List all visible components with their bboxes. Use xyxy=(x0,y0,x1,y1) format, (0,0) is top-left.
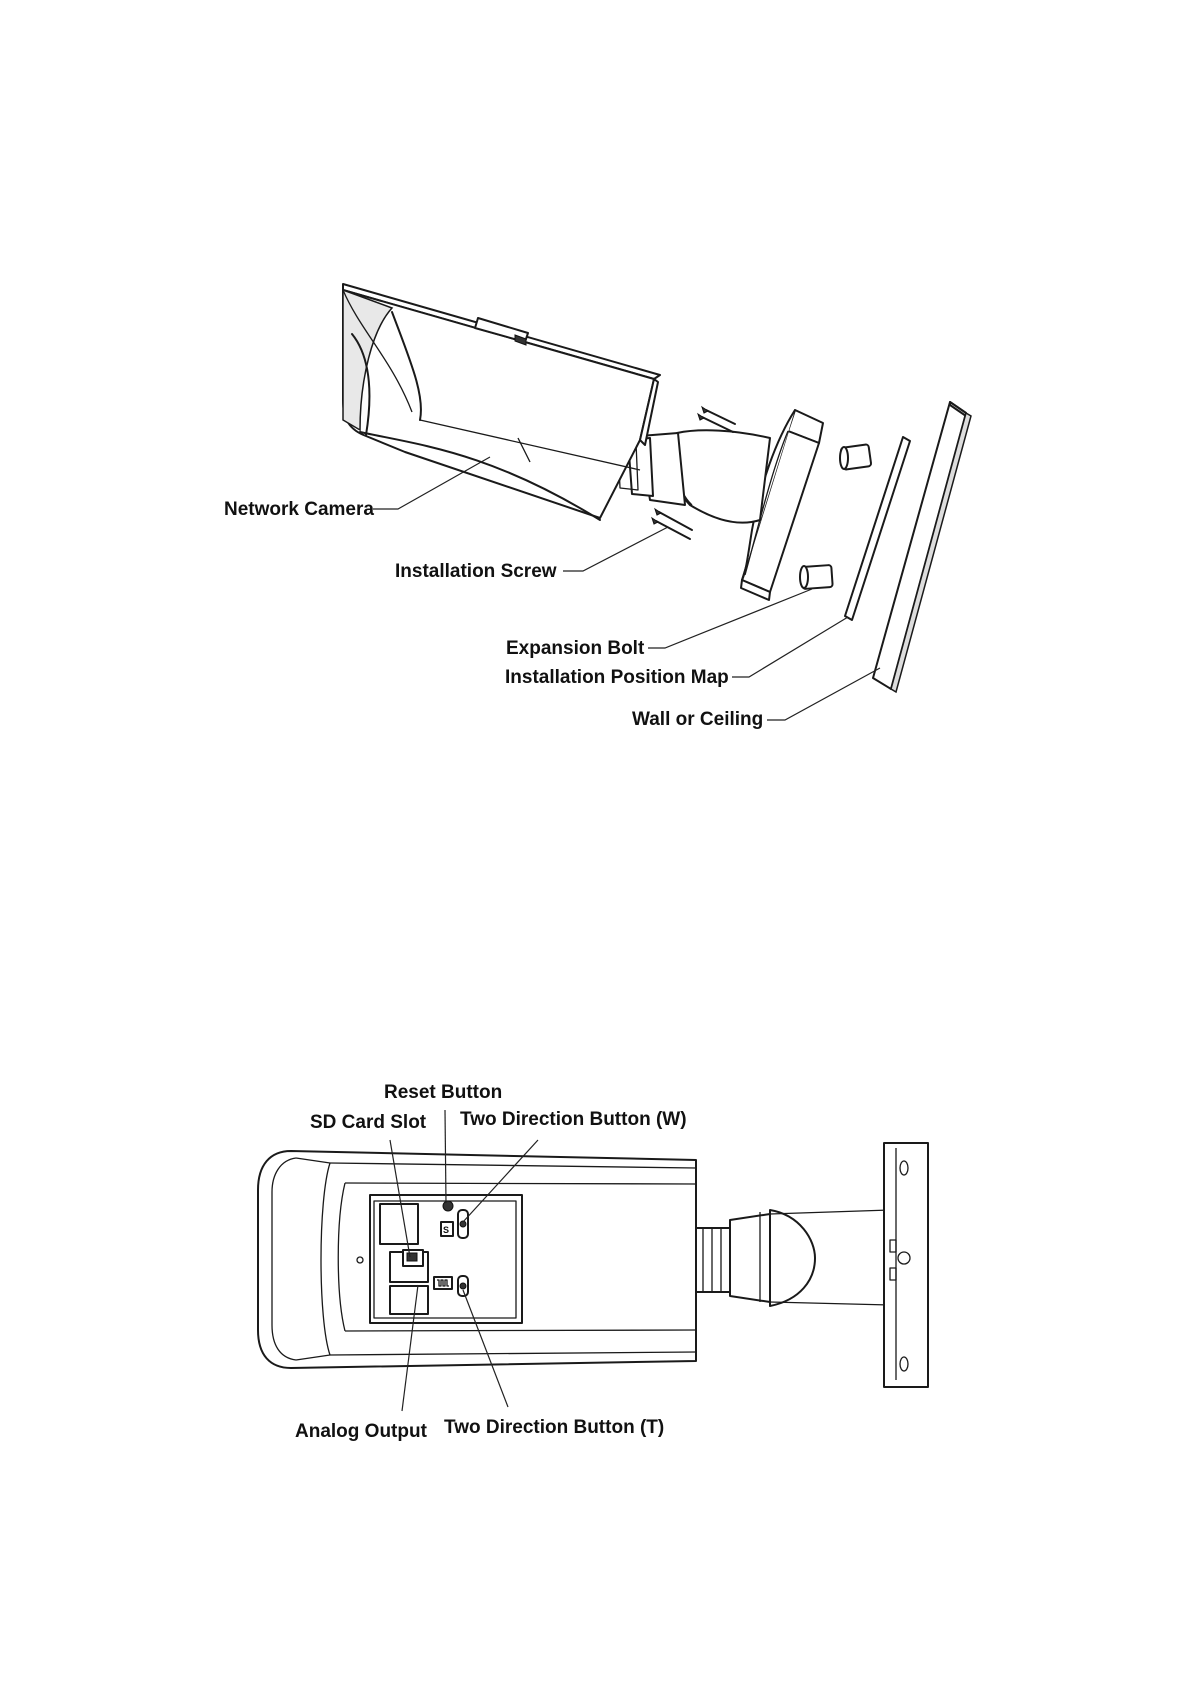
leader-expansion-bolt xyxy=(648,589,812,648)
label-sd-card-slot: SD Card Slot xyxy=(310,1112,426,1134)
label-reset-button: Reset Button xyxy=(384,1082,502,1104)
label-installation-screw: Installation Screw xyxy=(395,561,557,583)
installation-screw-lower xyxy=(652,509,692,539)
wall-or-ceiling-slab xyxy=(873,402,971,692)
bracket-arm xyxy=(618,430,770,522)
label-two-direction-button-t: Two Direction Button (T) xyxy=(444,1417,664,1439)
leader-installation-screw xyxy=(563,527,668,571)
label-analog-output: Analog Output xyxy=(295,1421,427,1443)
leader-wall-or-ceiling xyxy=(767,668,880,720)
installation-screw-upper xyxy=(698,407,735,432)
label-expansion-bolt: Expansion Bolt xyxy=(506,638,644,660)
leader-installation-position-map xyxy=(732,617,848,677)
network-camera-body xyxy=(343,284,660,520)
label-installation-position-map: Installation Position Map xyxy=(505,667,729,689)
label-network-camera: Network Camera xyxy=(224,499,374,521)
label-two-direction-button-w: Two Direction Button (W) xyxy=(460,1109,687,1131)
expansion-bolt-upper xyxy=(840,444,871,470)
expansion-bolt-lower xyxy=(800,565,833,589)
label-wall-or-ceiling: Wall or Ceiling xyxy=(632,709,763,731)
